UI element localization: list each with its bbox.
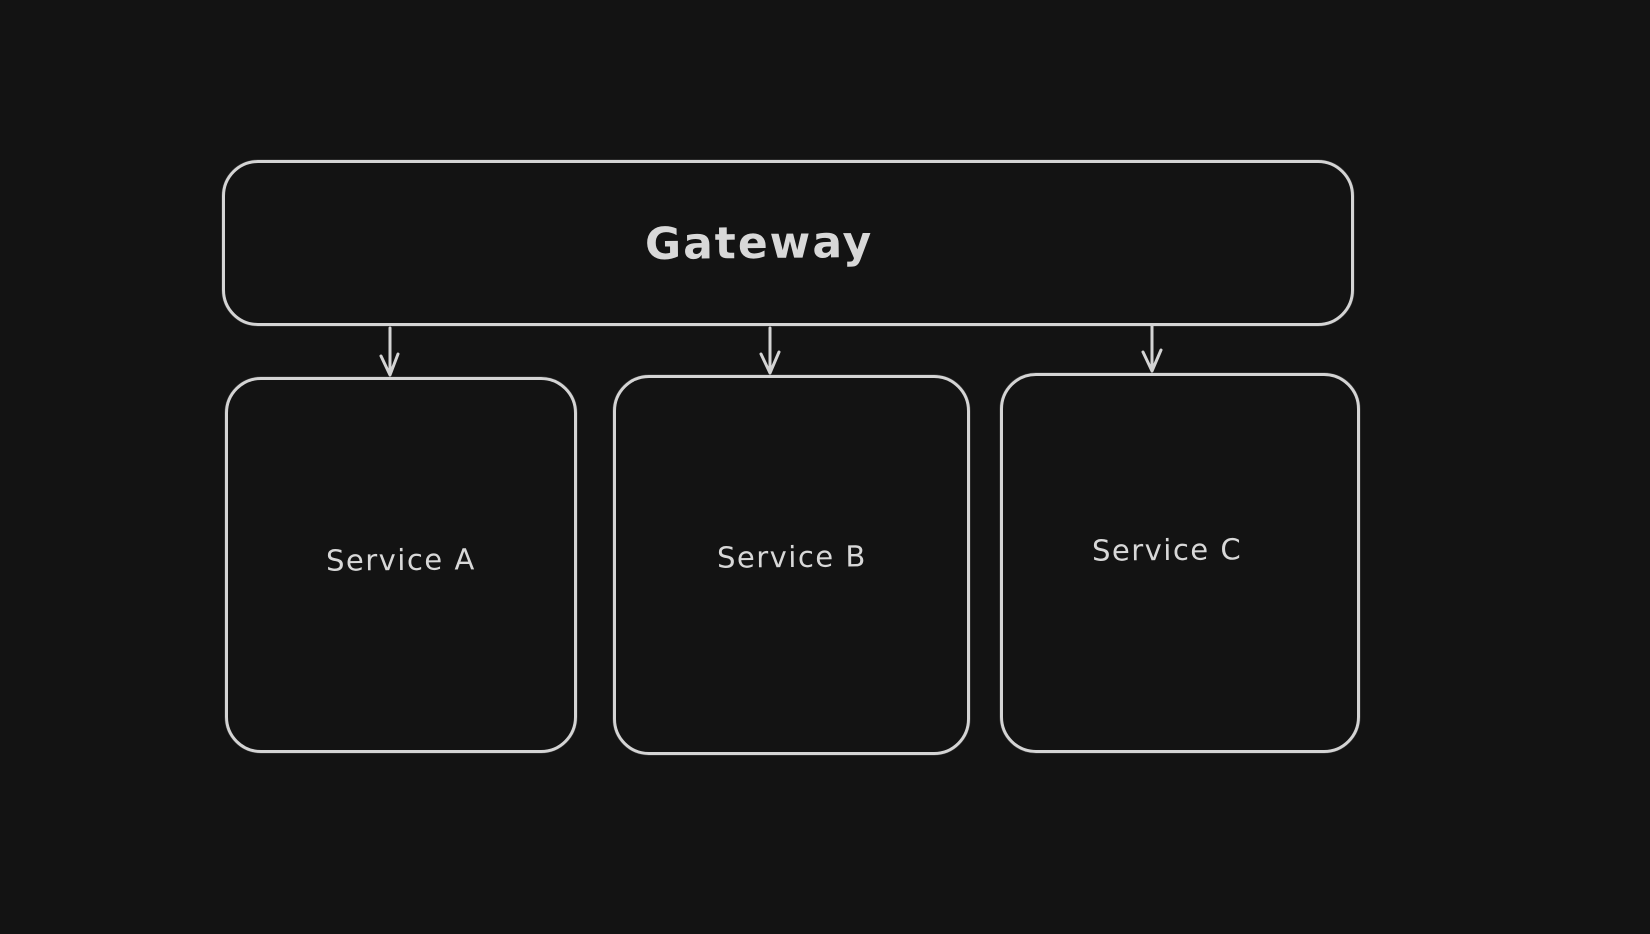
- service-c-label: Service C: [1091, 532, 1243, 568]
- arrow-gateway-to-service-b[interactable]: [759, 326, 781, 375]
- service-b-node[interactable]: Service B: [613, 375, 970, 755]
- service-a-label: Service A: [325, 542, 477, 578]
- service-c-node[interactable]: Service C: [1000, 373, 1360, 753]
- service-a-node[interactable]: Service A: [225, 377, 577, 753]
- arrow-gateway-to-service-a[interactable]: [379, 326, 400, 377]
- gateway-node[interactable]: Gateway: [222, 160, 1354, 326]
- arrow-gateway-to-service-c[interactable]: [1141, 324, 1163, 373]
- gateway-label: Gateway: [644, 216, 874, 270]
- service-b-label: Service B: [716, 539, 867, 575]
